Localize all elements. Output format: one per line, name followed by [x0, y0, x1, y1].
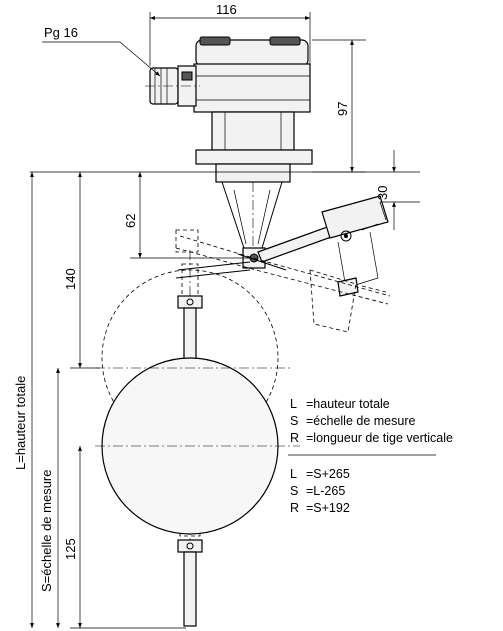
legend-sym: R [290, 431, 299, 445]
legend: L =hauteur totale S =échelle de mesure R… [288, 397, 453, 515]
legend-text: =longueur de tige verticale [306, 431, 453, 445]
dimension-label-97: 97 [335, 102, 350, 116]
formula-text: =L-265 [306, 484, 345, 498]
formula-sym: R [290, 501, 299, 515]
lever-arm [257, 195, 389, 297]
dimension-label-62: 62 [123, 214, 138, 228]
dimension-lines [30, 12, 420, 629]
vertical-rod [177, 250, 203, 627]
dimension-label-total-height: L=hauteur totale [13, 376, 28, 470]
legend-text: =échelle de mesure [306, 414, 415, 428]
legend-text: =hauteur totale [306, 397, 390, 411]
dimension-label-pg16: Pg 16 [44, 25, 78, 40]
formula-text: =S+192 [306, 501, 350, 515]
dimension-label-116: 116 [216, 2, 237, 17]
formula-text: =S+265 [306, 467, 350, 481]
dimension-label-125: 125 [63, 538, 78, 560]
float-ball [95, 269, 300, 535]
formula-sym: L [290, 467, 297, 481]
dimension-label-measuring-scale: S=échelle de mesure [39, 470, 54, 593]
legend-sym: S [290, 414, 298, 428]
formula-sym: S [290, 484, 298, 498]
dimension-label-30: 30 [375, 186, 390, 200]
housing-head [193, 36, 313, 183]
legend-sym: L [290, 397, 297, 411]
cable-gland [145, 65, 200, 107]
dimension-label-140: 140 [63, 268, 78, 290]
